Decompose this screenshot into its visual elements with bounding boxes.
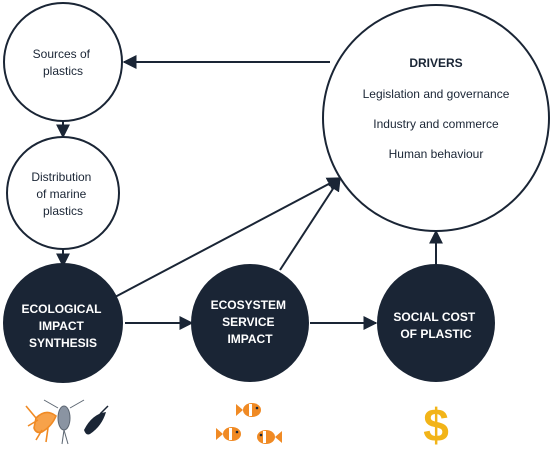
distribution-line-3: plastics: [43, 204, 83, 218]
ecological-line-1: ECOLOGICAL: [21, 302, 101, 316]
drivers-node: [322, 4, 550, 232]
drivers-item-legislation: Legislation and governance: [363, 87, 510, 101]
sources-node: [3, 2, 123, 122]
drivers-item-industry: Industry and commerce: [373, 117, 499, 131]
distribution-line-2: of marine: [36, 187, 86, 201]
social-node: [377, 264, 495, 382]
ecosystem-line-1: ECOSYSTEM: [211, 298, 286, 312]
arrow-ecological-to-drivers: [114, 177, 342, 298]
ecological-line-3: SYNTHESIS: [29, 336, 97, 350]
social-line-1: SOCIAL COST: [393, 310, 475, 324]
fish-icon: [216, 403, 282, 444]
social-line-2: OF PLASTIC: [400, 327, 472, 341]
connectors: [56, 55, 443, 330]
distribution-node: [6, 136, 120, 250]
ecological-node: [3, 263, 123, 383]
sources-label: Sources of plastics: [33, 47, 94, 78]
drivers-item-behaviour: Human behaviour: [389, 147, 484, 161]
ecosystem-line-2: SERVICE: [222, 315, 274, 329]
ecological-label: ECOLOGICAL IMPACT SYNTHESIS: [21, 302, 104, 350]
dollar-icon: $: [423, 399, 449, 450]
sources-line-1: Sources of: [33, 47, 91, 61]
ecosystem-node: [191, 264, 309, 382]
ecological-line-2: IMPACT: [39, 319, 85, 333]
social-label: SOCIAL COST OF PLASTIC: [393, 310, 478, 341]
ecosystem-line-3: IMPACT: [227, 332, 273, 346]
plankton-icon: [25, 399, 109, 445]
sources-line-2: plastics: [43, 64, 83, 78]
arrow-ecosystem-to-drivers: [279, 176, 341, 271]
drivers-title: DRIVERS: [409, 56, 462, 70]
distribution-label: Distribution of marine plastics: [31, 170, 94, 218]
ecosystem-label: ECOSYSTEM SERVICE IMPACT: [211, 298, 290, 346]
distribution-line-1: Distribution: [31, 170, 91, 184]
